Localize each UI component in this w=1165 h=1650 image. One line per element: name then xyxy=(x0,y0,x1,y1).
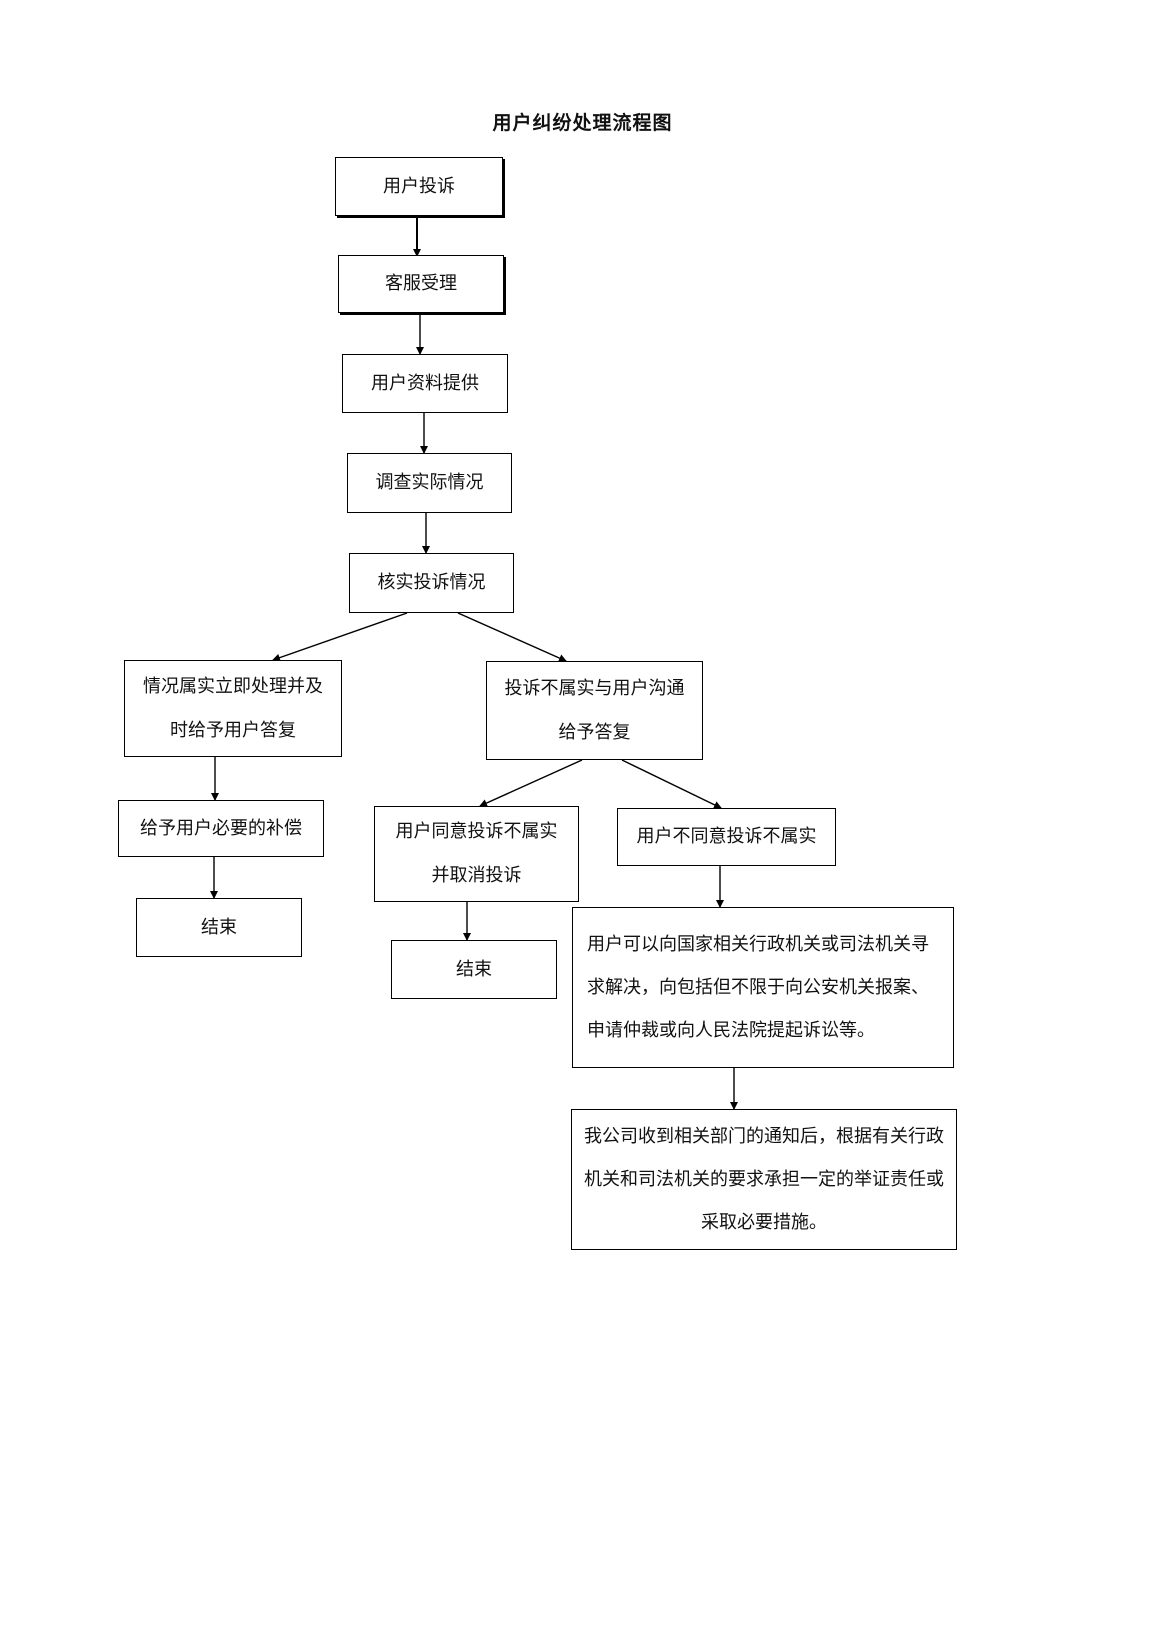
node-label: 结束 xyxy=(456,958,492,980)
node-label: 调查实际情况 xyxy=(375,472,484,493)
node-compensation: 给予用户必要的补偿 xyxy=(118,800,324,857)
node-not-true: 投诉不属实与用户沟通给予答复 xyxy=(486,661,703,760)
node-label: 用户不同意投诉不属实 xyxy=(636,826,817,847)
node-user-complaint: 用户投诉 xyxy=(335,157,503,216)
node-investigate: 调查实际情况 xyxy=(347,453,512,513)
node-label: 结束 xyxy=(201,916,237,938)
node-user-info: 用户资料提供 xyxy=(342,354,508,413)
node-label: 情况属实立即处理并及时给予用户答复 xyxy=(143,675,323,741)
node-label: 用户同意投诉不属实并取消投诉 xyxy=(395,821,558,886)
node-label: 给予用户必要的补偿 xyxy=(140,817,302,839)
node-user-disagree: 用户不同意投诉不属实 xyxy=(617,808,836,866)
node-label: 用户投诉 xyxy=(383,175,455,197)
arrow-verify-to-true xyxy=(272,612,408,662)
node-service-accept: 客服受理 xyxy=(338,255,504,313)
node-label: 我公司收到相关部门的通知后，根据有关行政机关和司法机关的要求承担一定的举证责任或… xyxy=(584,1126,944,1233)
arrow-not-true-to-disagree xyxy=(621,759,722,809)
node-true-handle: 情况属实立即处理并及时给予用户答复 xyxy=(124,660,342,757)
arrow-not-true-to-agree xyxy=(479,759,583,807)
node-end-left: 结束 xyxy=(136,898,302,957)
node-end-middle: 结束 xyxy=(391,940,557,999)
node-legal-options: 用户可以向国家相关行政机关或司法机关寻求解决，向包括但不限于向公安机关报案、申请… xyxy=(572,907,954,1068)
node-label: 核实投诉情况 xyxy=(377,572,486,593)
node-label: 用户可以向国家相关行政机关或司法机关寻求解决，向包括但不限于向公安机关报案、申请… xyxy=(587,934,929,1041)
node-verify: 核实投诉情况 xyxy=(349,553,514,613)
node-company-response: 我公司收到相关部门的通知后，根据有关行政机关和司法机关的要求承担一定的举证责任或… xyxy=(571,1109,957,1250)
node-label: 用户资料提供 xyxy=(371,372,479,394)
node-label: 投诉不属实与用户沟通给予答复 xyxy=(504,677,685,743)
diagram-title: 用户纠纷处理流程图 xyxy=(492,112,673,134)
node-user-agree: 用户同意投诉不属实并取消投诉 xyxy=(374,806,579,902)
node-label: 客服受理 xyxy=(385,273,457,294)
arrow-verify-to-not-true xyxy=(457,612,567,662)
